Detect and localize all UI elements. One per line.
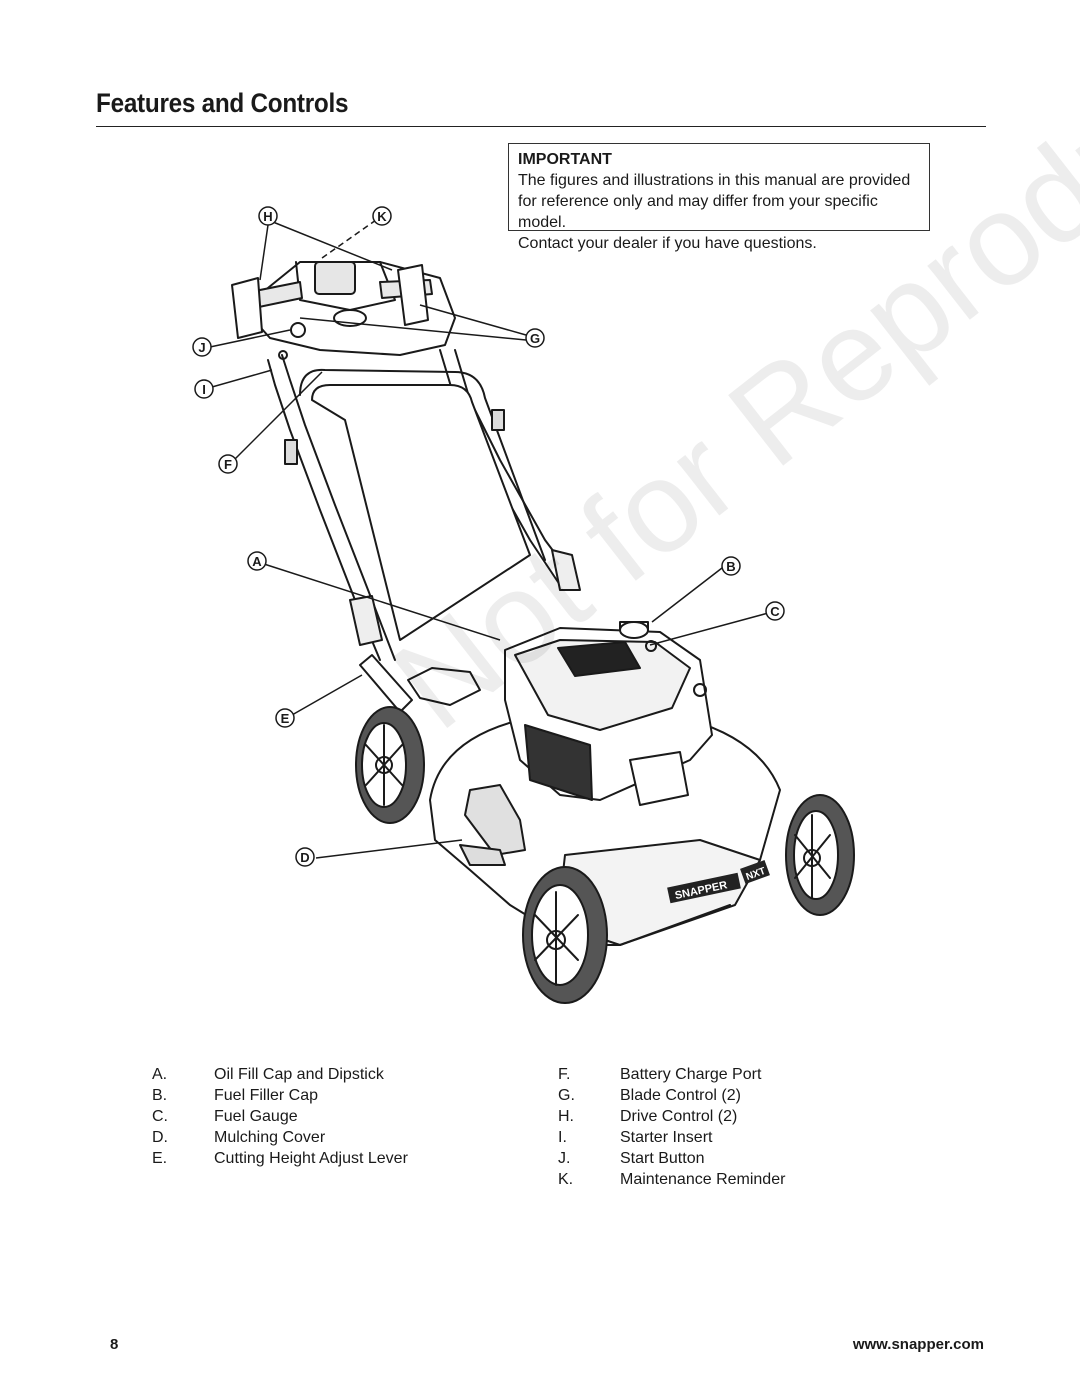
leader-lines: [209, 219, 773, 859]
important-heading: IMPORTANT: [518, 151, 612, 168]
legend-label: Blade Control (2): [620, 1087, 741, 1104]
legend-key: C.: [152, 1108, 168, 1125]
legend-label: Drive Control (2): [620, 1108, 738, 1125]
height-lever: [359, 654, 481, 713]
legend-item: H. Drive Control (2): [558, 1106, 785, 1127]
legend-item: D. Mulching Cover: [152, 1127, 408, 1148]
legend-item: B. Fuel Filler Cap: [152, 1085, 408, 1106]
legend-key: G.: [558, 1087, 575, 1104]
callout-b: B: [726, 559, 735, 574]
callout-circle-i: [194, 379, 214, 399]
legend-label: Battery Charge Port: [620, 1066, 762, 1083]
callout-a: A: [252, 554, 262, 569]
handle-console: [231, 261, 456, 360]
page-title: Features and Controls: [96, 88, 349, 118]
legend-key: J.: [558, 1150, 571, 1167]
legend-label: Cutting Height Adjust Lever: [214, 1150, 408, 1167]
legend-key: D.: [152, 1129, 168, 1146]
callout-e: E: [281, 711, 290, 726]
callout-i: I: [202, 382, 206, 397]
mower-illustration: SNAPPER NXT A B C D E: [192, 206, 855, 1004]
front-left-wheel: [522, 866, 608, 1004]
callout-circle-c: [765, 601, 785, 621]
rear-left-wheel: [355, 706, 425, 824]
legend-label: Fuel Gauge: [214, 1108, 298, 1125]
callout-j: J: [198, 340, 205, 355]
callout-circle-j: [192, 337, 212, 357]
legend-item: J. Start Button: [558, 1148, 785, 1169]
callout-f: F: [224, 457, 232, 472]
legend-key: K.: [558, 1171, 574, 1188]
legend-label: Start Button: [620, 1150, 705, 1167]
important-notice-box: IMPORTANT The figures and illustrations …: [508, 143, 930, 252]
important-line: Contact your dealer if you have question…: [518, 235, 817, 252]
legend-label: Maintenance Reminder: [620, 1171, 786, 1188]
legend-key: A.: [152, 1066, 168, 1083]
legend-item: C. Fuel Gauge: [152, 1106, 408, 1127]
important-line: The figures and illustrations in this ma…: [518, 172, 911, 189]
legend-label: Starter Insert: [620, 1129, 713, 1146]
legend-right: F. Battery Charge Port G. Blade Control (2…: [558, 1064, 785, 1190]
important-line: for reference only and may differ from y…: [518, 193, 878, 231]
website-link[interactable]: www.snapper.com: [852, 1336, 984, 1353]
legend-key: B.: [152, 1087, 168, 1104]
legend-left: A. Oil Fill Cap and Dipstick B. Fuel Fille…: [152, 1064, 408, 1169]
callout-circle-e: [275, 708, 295, 728]
legend-item: E. Cutting Height Adjust Lever: [152, 1148, 408, 1169]
title-rule: [96, 126, 986, 127]
legend-label: Mulching Cover: [214, 1129, 326, 1146]
legend-item: I. Starter Insert: [558, 1127, 785, 1148]
callout-circle-d: [295, 847, 315, 867]
engine: [504, 621, 713, 806]
callout-circle-k: [372, 206, 392, 226]
callout-circle-h: [258, 206, 278, 226]
callout-c: C: [770, 604, 780, 619]
legend-label: Fuel Filler Cap: [214, 1087, 319, 1104]
legend-key: H.: [558, 1108, 574, 1125]
legend-key: F.: [558, 1066, 571, 1083]
callout-circle-g: [525, 328, 545, 348]
handle-frame: [267, 349, 581, 661]
legend-key: E.: [152, 1150, 168, 1167]
legend-item: F. Battery Charge Port: [558, 1064, 785, 1085]
legend-label: Oil Fill Cap and Dipstick: [214, 1066, 384, 1083]
callout-d: D: [300, 850, 309, 865]
legend-item: G. Blade Control (2): [558, 1085, 785, 1106]
legend-item: K. Maintenance Reminder: [558, 1169, 785, 1190]
callout-circle-f: [218, 454, 238, 474]
legend-key: I.: [558, 1129, 567, 1146]
callout-circle-b: [721, 556, 741, 576]
callout-g: G: [530, 331, 540, 346]
callout-h: H: [263, 209, 272, 224]
callout-k: K: [377, 209, 387, 224]
page-number: 8: [110, 1336, 119, 1353]
legend-item: A. Oil Fill Cap and Dipstick: [152, 1064, 408, 1085]
callout-circle-a: [247, 551, 267, 571]
front-right-wheel: [785, 794, 855, 916]
